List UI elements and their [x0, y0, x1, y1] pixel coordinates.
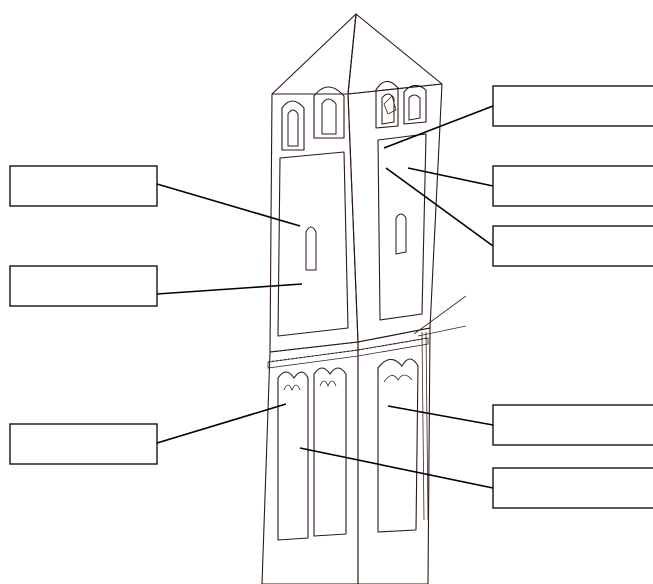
leader-right-1: [383, 105, 494, 149]
upper-left-slit-window: [305, 226, 317, 271]
upper-left-panel: [277, 151, 349, 337]
adjacent-roof-lines: [413, 295, 467, 337]
label-box-left-1[interactable]: [9, 165, 158, 207]
label-box-right-4[interactable]: [492, 404, 653, 446]
leader-right-5: [299, 447, 494, 489]
label-box-right-2[interactable]: [492, 165, 653, 207]
leader-right-3: [385, 167, 494, 247]
leader-left-1: [156, 183, 301, 227]
upper-right-slit-window: [395, 213, 407, 255]
lower-left-arcade: [277, 367, 347, 541]
label-box-left-3[interactable]: [9, 423, 158, 465]
lower-left-face: [261, 341, 359, 584]
lower-right-arcade: [377, 358, 419, 533]
upper-right-panel: [377, 133, 427, 321]
label-box-right-5[interactable]: [492, 467, 653, 509]
bell-tower-illustration: [261, 13, 467, 584]
label-box-left-2[interactable]: [9, 265, 158, 307]
label-box-right-3[interactable]: [492, 225, 653, 267]
leader-left-2: [156, 283, 303, 295]
leader-right-2: [407, 167, 494, 187]
dentil-cornice: [267, 337, 429, 369]
leader-lines: [156, 105, 494, 489]
leader-right-4: [387, 405, 494, 426]
drain-pipe: [421, 331, 429, 521]
roof-left-face: [271, 13, 357, 95]
leader-left-3: [156, 403, 287, 444]
roof-right-face: [347, 13, 443, 95]
upper-right-belfry: [375, 80, 427, 129]
upper-right-face: [347, 83, 443, 343]
lower-right-face: [357, 327, 431, 584]
label-box-right-1[interactable]: [492, 85, 653, 127]
upper-left-belfry: [281, 86, 345, 151]
